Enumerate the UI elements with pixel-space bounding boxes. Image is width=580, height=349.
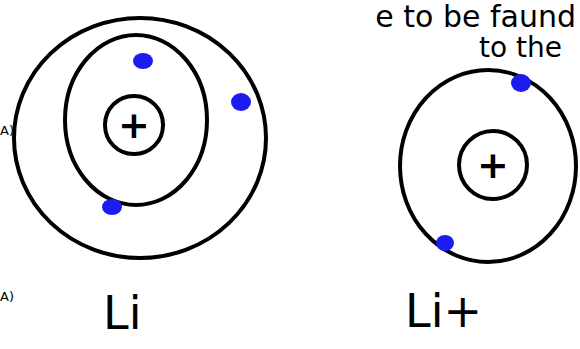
- orbit: [400, 70, 576, 262]
- nucleus-circle: +: [457, 129, 529, 201]
- electron: [102, 199, 122, 215]
- nucleus-circle: +: [103, 94, 165, 156]
- option-letter: A): [0, 290, 14, 303]
- option-letter: A): [0, 124, 14, 137]
- charge-sign: +: [118, 106, 150, 144]
- electron: [511, 74, 531, 92]
- handwritten-note: e to be faund: [375, 2, 576, 32]
- atom-label: Li: [103, 290, 141, 336]
- electron: [231, 93, 251, 111]
- electron: [133, 53, 153, 69]
- electron: [436, 235, 454, 251]
- ion-label: Li+: [405, 288, 482, 334]
- handwritten-note: to the: [479, 34, 562, 62]
- inner-orbit: [65, 35, 207, 205]
- charge-sign: +: [477, 146, 509, 184]
- outer-orbit: [14, 18, 266, 258]
